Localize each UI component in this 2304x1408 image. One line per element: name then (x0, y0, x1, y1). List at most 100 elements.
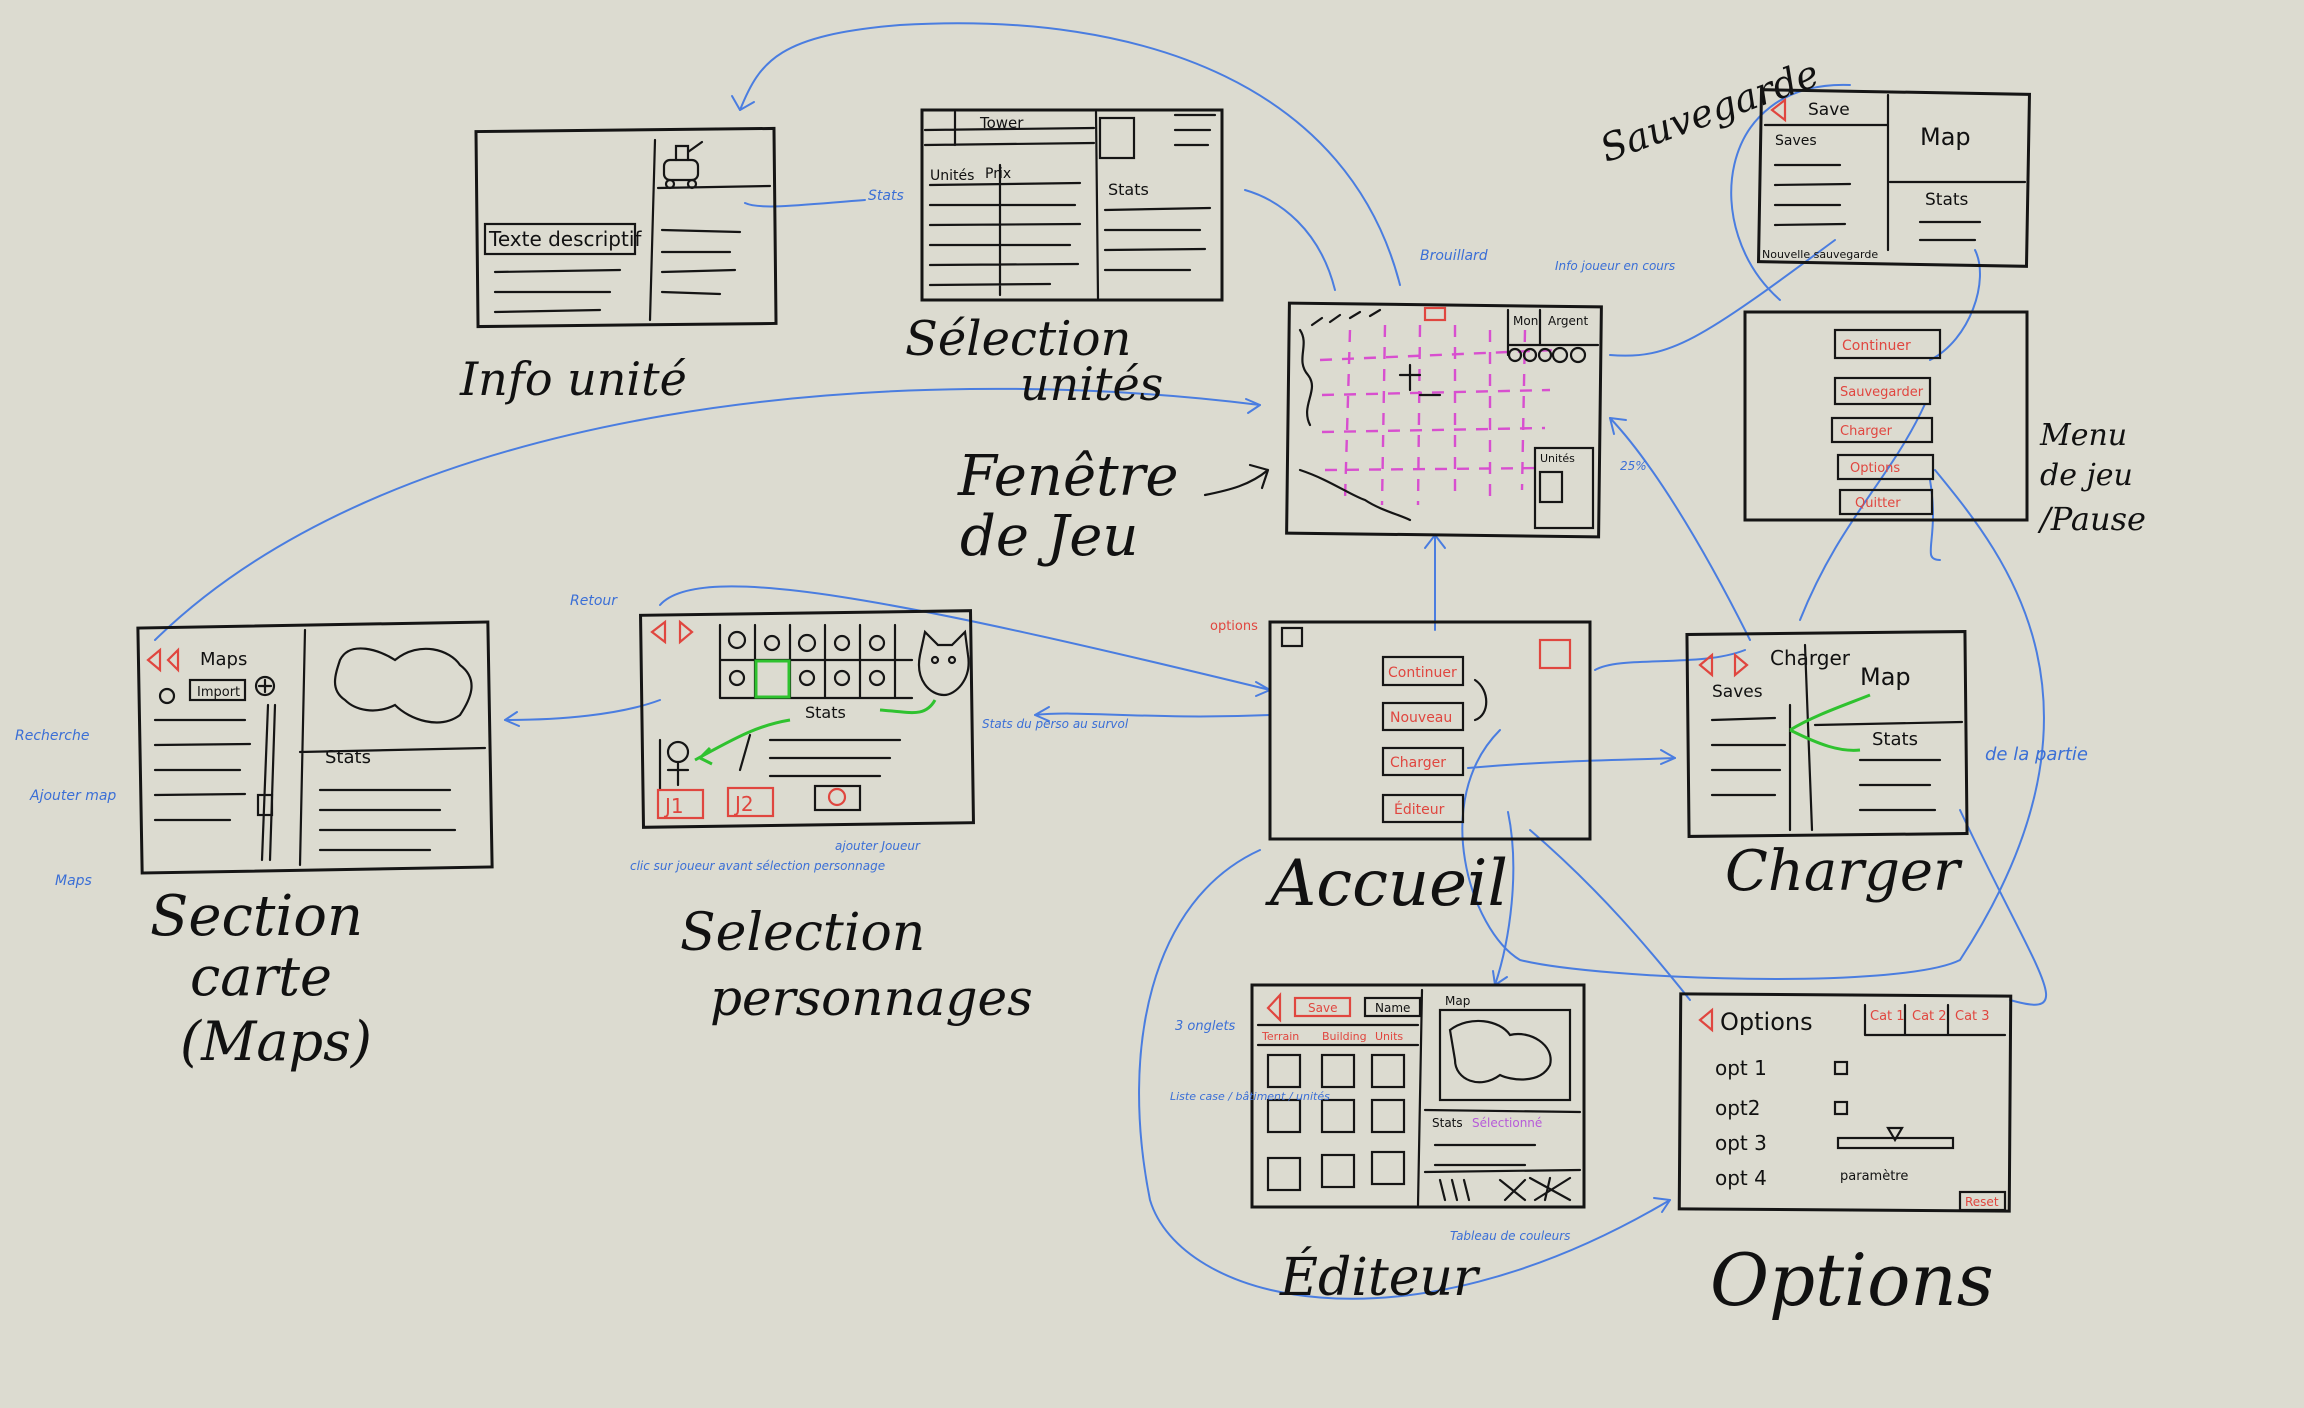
note-ajouter-map: Ajouter map (29, 788, 116, 804)
pause-save-label: Sauvegarder (1840, 385, 1924, 400)
player-tokens (1507, 346, 1587, 364)
fog-toggle-icon[interactable] (1423, 306, 1447, 322)
argent-label: Argent (1548, 314, 1589, 328)
search-icon[interactable] (158, 687, 176, 705)
note-options-icon: options (1210, 619, 1258, 634)
player-1-button[interactable] (656, 788, 705, 820)
quit-icon[interactable] (1538, 638, 1572, 670)
pause-load-label: Charger (1840, 424, 1893, 439)
note-brouillard: Brouillard (1420, 248, 1488, 264)
info-unite-caption: Info unité (459, 352, 687, 406)
pause-options-label: Options (1850, 461, 1900, 476)
options-gear-icon[interactable] (1280, 626, 1304, 648)
info-unite-frame (474, 126, 778, 329)
option-1-checkbox[interactable] (1833, 1060, 1849, 1076)
back-arrow-icon[interactable] (650, 619, 694, 645)
new-save-label[interactable]: Nouvelle sauvegarde (1762, 248, 1878, 261)
charger-map-label: Map (1860, 663, 1911, 691)
add-player-button[interactable] (813, 784, 862, 812)
accueil-caption: Accueil (1265, 847, 1508, 921)
annotations: Recherche Ajouter map Maps Retour option… (15, 188, 2088, 1243)
scrollbar-thumb[interactable] (256, 793, 274, 817)
charger-stats-label: Stats (1872, 729, 1918, 750)
editor-tab-units[interactable]: Units (1375, 1030, 1403, 1043)
back-arrow-icon[interactable] (1266, 992, 1282, 1023)
game-grid (1319, 324, 1556, 506)
back-arrow-icon[interactable] (1698, 1007, 1714, 1033)
plus-icon (827, 787, 847, 807)
editor-tab-terrain[interactable]: Terrain (1261, 1030, 1299, 1043)
editor-save-button[interactable] (1293, 996, 1352, 1018)
accueil-load-label: Charger (1390, 755, 1446, 771)
save-title: Save (1808, 100, 1850, 120)
accueil-new-button[interactable] (1381, 701, 1465, 732)
col-units: Unités (930, 168, 974, 184)
editor-map-preview (1438, 1008, 1572, 1102)
back-arrow-icon[interactable] (146, 647, 180, 673)
accueil-continue-label: Continuer (1388, 665, 1457, 681)
screen-selection-carte: Maps Import Stats Section carte (Maps) (136, 620, 494, 1073)
option-4-value[interactable]: paramètre (1840, 1169, 1908, 1184)
pause-buttons: Continuer Sauvegarder Charger Options Qu… (1830, 328, 1942, 516)
load-button[interactable] (1830, 416, 1934, 444)
note-ajouter-joueur: ajouter Joueur (835, 839, 921, 853)
import-button[interactable] (188, 678, 247, 702)
editor-tab-building[interactable]: Building (1322, 1030, 1367, 1043)
charger-caption: Charger (1725, 839, 1963, 904)
continue-button[interactable] (1833, 328, 1942, 360)
editor-save-label: Save (1308, 1001, 1337, 1015)
save-button[interactable] (1833, 376, 1932, 406)
screen-selection-unites: Tower Unités Prix Stats Sélection unités (905, 108, 1224, 411)
note-stats-arrow: Stats (868, 188, 904, 204)
editor-name-field[interactable] (1363, 996, 1422, 1018)
screen-editeur: Save Name Terrain Building Units Map Sta… (1250, 983, 1586, 1308)
selected-character-slot[interactable] (754, 659, 791, 699)
charger-saves-label: Saves (1712, 682, 1763, 702)
sauvegarde-caption: Sauvegarde (1594, 51, 1824, 171)
options-title: Options (1720, 1008, 1813, 1036)
add-map-icon[interactable] (254, 675, 276, 697)
charger-frame (1685, 630, 1969, 838)
option-2-checkbox[interactable] (1833, 1100, 1849, 1116)
selection-perso-caption-1: Selection (680, 903, 925, 963)
selection-unites-caption-2: unités (1020, 357, 1163, 411)
options-button[interactable] (1836, 453, 1935, 481)
tab-tower[interactable]: Tower (979, 114, 1024, 132)
player-1-label: J1 (663, 794, 684, 818)
maps-title: Maps (200, 649, 247, 670)
accueil-editor-button[interactable] (1381, 793, 1465, 824)
accueil-load-button[interactable] (1381, 746, 1465, 777)
quit-button[interactable] (1838, 488, 1934, 516)
screen-options: Options Cat 1 Cat 2 Cat 3 opt 1 opt2 opt… (1677, 992, 2013, 1322)
units-panel (1533, 446, 1595, 530)
accueil-continue-button[interactable] (1381, 655, 1465, 687)
selection-unites-caption-1: Sélection (905, 311, 1131, 367)
screen-charger: Charger Saves Map Stats Charger (1685, 630, 1969, 904)
reset-button[interactable] (1958, 1190, 2007, 1212)
slider-thumb-icon[interactable] (1886, 1126, 1904, 1143)
sauvegarde-frame (1756, 88, 2032, 268)
editor-tiles (1266, 1053, 1406, 1192)
unit-stats-label: Stats (1108, 180, 1149, 199)
selection-perso-frame (639, 609, 975, 829)
accueil-new-label: Nouveau (1390, 710, 1452, 726)
back-arrow-icon[interactable] (1698, 652, 1749, 678)
unit-preview-icon (1098, 116, 1136, 160)
screen-sauvegarde: Sauvegarde Save Saves Map Stats Nouvelle… (1594, 51, 2032, 268)
menu-pause-caption-2: de jeu (2040, 458, 2133, 493)
note-percent: 25% (1620, 459, 1647, 473)
editor-selected-label: Sélectionné (1472, 1116, 1542, 1130)
selection-carte-caption-1: Section (150, 884, 363, 949)
selection-carte-caption-2: carte (190, 945, 332, 1008)
options-cat-1[interactable]: Cat 1 (1870, 1009, 1905, 1024)
note-de-la-partie: de la partie (1985, 744, 2088, 765)
options-cat-2[interactable]: Cat 2 (1912, 1009, 1947, 1024)
player-2-label: J2 (733, 792, 754, 816)
back-arrow-icon[interactable] (1770, 97, 1787, 123)
player-2-button[interactable] (726, 786, 775, 818)
editeur-frame (1250, 983, 1586, 1209)
options-frame (1677, 992, 2013, 1213)
accueil-editor-label: Éditeur (1394, 801, 1445, 818)
options-cat-3[interactable]: Cat 3 (1955, 1009, 1990, 1024)
character-portrait-icon (666, 740, 690, 787)
